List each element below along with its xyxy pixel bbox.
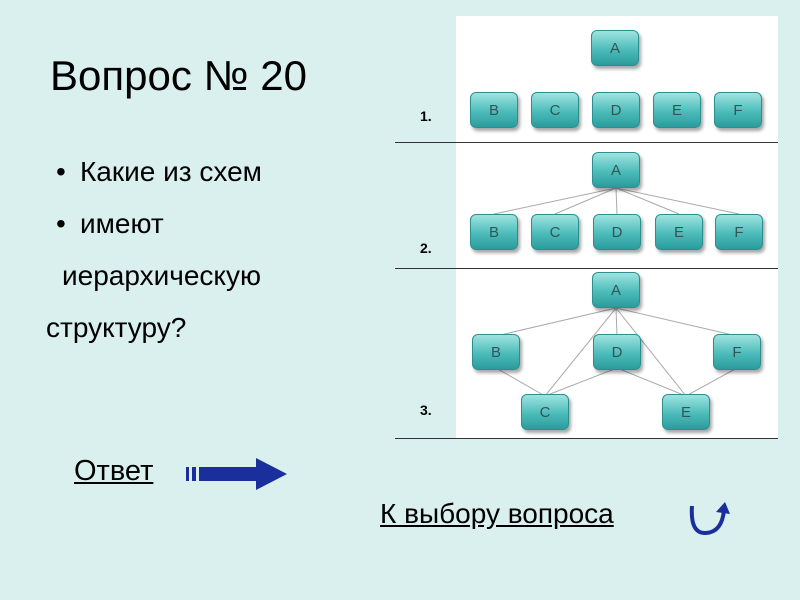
node-3-d: D [593, 334, 641, 370]
question-line-2: имеют [56, 198, 262, 250]
node-3-f: F [713, 334, 761, 370]
node-2-c: C [531, 214, 579, 250]
question-line-4: структуру? [46, 312, 187, 343]
node-2-d: D [593, 214, 641, 250]
node-1-b: B [470, 92, 518, 128]
node-3-a: A [592, 272, 640, 308]
node-2-f: F [715, 214, 763, 250]
question-text: Какие из схем имеют иерархическую структ… [46, 146, 262, 354]
page-title: Вопрос № 20 [50, 52, 307, 99]
return-icon[interactable] [682, 500, 732, 538]
node-1-d: D [592, 92, 640, 128]
node-3-c: C [521, 394, 569, 430]
node-1-a: A [591, 30, 639, 66]
scheme-number-1: 1. [420, 108, 432, 124]
divider-1 [395, 142, 778, 143]
node-2-a: A [592, 152, 640, 188]
scheme-number-2: 2. [420, 240, 432, 256]
node-3-b: B [472, 334, 520, 370]
node-1-e: E [653, 92, 701, 128]
question-line-3: иерархическую [62, 260, 261, 291]
divider-2 [395, 268, 778, 269]
node-1-f: F [714, 92, 762, 128]
question-select-link[interactable]: К выбору вопроса [380, 498, 614, 529]
node-2-b: B [470, 214, 518, 250]
node-1-c: C [531, 92, 579, 128]
scheme-number-3: 3. [420, 402, 432, 418]
node-2-e: E [655, 214, 703, 250]
answer-link[interactable]: Ответ [74, 455, 154, 487]
question-line-1: Какие из схем [56, 146, 262, 198]
arrow-right-icon[interactable] [186, 458, 288, 490]
node-3-e: E [662, 394, 710, 430]
divider-3 [395, 438, 778, 439]
